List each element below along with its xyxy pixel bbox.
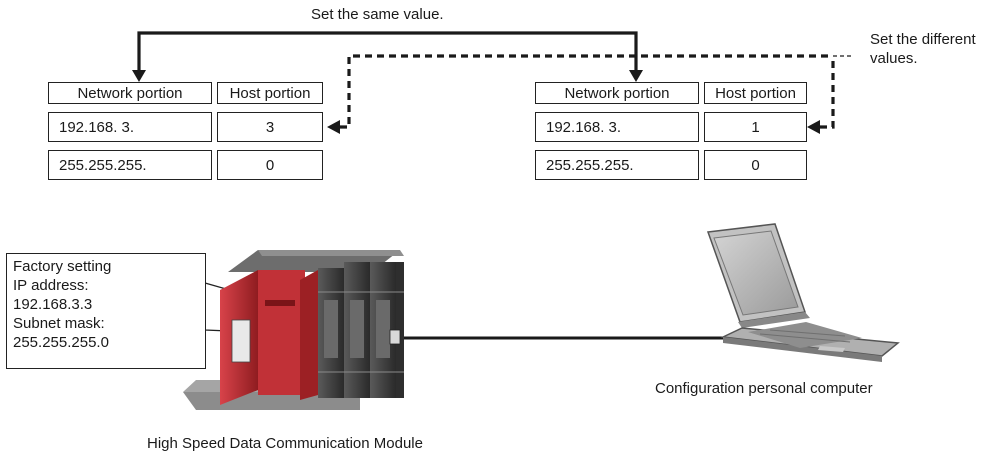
right-mask-host-cell: 0 [704,150,807,180]
arrowhead-right-table-icon [629,70,643,82]
right-host-header: Host portion [704,82,807,104]
different-values-label: Set the different values. [870,31,976,67]
same-value-label: Set the same value. [311,6,444,23]
arrowhead-left-table-icon [132,70,146,82]
arrowhead-left-host-icon [327,120,340,134]
left-mask-network-cell: 255.255.255. [48,150,212,180]
right-ip-network-cell: 192.168. 3. [535,112,699,142]
computer-caption: Configuration personal computer [655,380,873,397]
left-mask-host-cell: 0 [217,150,323,180]
laptop-icon [706,223,900,362]
plc-module-icon [183,250,404,410]
callout-mask-value: 255.255.255.0 [13,334,109,351]
different-values-connector [327,54,853,134]
callout-ip-label: IP address: [13,277,89,294]
factory-setting-callout: Factory setting IP address: 192.168.3.3 … [6,253,206,369]
right-mask-network-cell: 255.255.255. [535,150,699,180]
arrowhead-right-host-icon [807,120,820,134]
callout-title: Factory setting [13,258,112,275]
left-ip-network-cell: 192.168. 3. [48,112,212,142]
callout-mask-label: Subnet mask: [13,315,105,332]
callout-ip-value: 192.168.3.3 [13,296,93,313]
module-caption: High Speed Data Communication Module [147,435,423,452]
right-network-header: Network portion [535,82,699,104]
same-value-connector [132,31,643,82]
left-host-header: Host portion [217,82,323,104]
left-network-header: Network portion [48,82,212,104]
left-ip-host-cell: 3 [217,112,323,142]
right-ip-host-cell: 1 [704,112,807,142]
